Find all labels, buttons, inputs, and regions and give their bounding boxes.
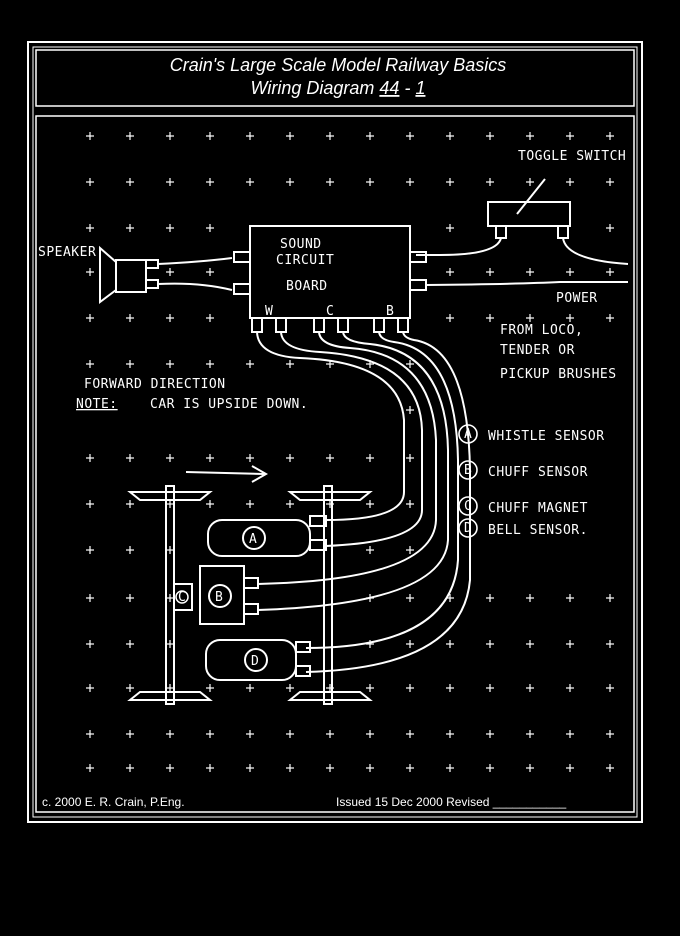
sensor-a-label: A (249, 532, 257, 547)
legend-key-c: C (464, 499, 472, 514)
speaker-label: SPEAKER (38, 245, 96, 260)
note-text: CAR IS UPSIDE DOWN. (150, 397, 308, 412)
diagram-number: 44 (379, 78, 399, 98)
note-label: NOTE: (76, 397, 118, 412)
pickup-label-2: TENDER OR (500, 343, 575, 358)
legend-text-a: WHISTLE SENSOR (488, 429, 605, 444)
legend-text-d: BELL SENSOR. (488, 523, 588, 538)
sensor-a (207, 515, 327, 557)
board-label-1: SOUND (280, 237, 322, 252)
title-line2: Wiring Diagram 44 - 1 (251, 78, 426, 98)
issued-revised: Issued 15 Dec 2000 Revised ___________ (336, 795, 567, 809)
title-box (35, 49, 635, 107)
sensor-b-label: B (215, 590, 223, 605)
sensor-b (199, 565, 259, 625)
magnet-c-icon (175, 590, 189, 604)
terminal-w-label: W (265, 304, 273, 319)
board-label-2: CIRCUIT (276, 253, 334, 268)
legend-key-c-circle (458, 496, 478, 516)
pickup-label-1: FROM LOCO, (500, 323, 583, 338)
grid-marks (86, 132, 614, 772)
power-label: POWER (556, 291, 598, 306)
drawing-area (35, 115, 635, 813)
toggle-switch-label: TOGGLE SWITCH (518, 149, 626, 164)
legend-text-c: CHUFF MAGNET (488, 501, 588, 516)
speaker-icon (99, 245, 233, 304)
legend-key-b-circle (458, 460, 478, 480)
diagram-sheet: 1 (415, 78, 425, 98)
sensor-d (205, 639, 311, 681)
wire-harness (256, 331, 471, 673)
copyright: c. 2000 E. R. Crain, P.Eng. (42, 795, 185, 809)
outer-frame (27, 41, 643, 823)
terminal-c-label: C (326, 304, 334, 319)
magnet-c-label: C (178, 590, 186, 605)
sensor-d-label: D (251, 654, 259, 669)
inner-frame (32, 46, 638, 818)
car-chassis (127, 485, 373, 705)
forward-arrow-icon (185, 465, 269, 483)
forward-direction-label: FORWARD DIRECTION (84, 377, 226, 392)
board-label-3: BOARD (286, 279, 328, 294)
terminal-b-label: B (386, 304, 394, 319)
legend-key-d: D (464, 521, 472, 536)
legend-key-d-circle (458, 518, 478, 538)
toggle-switch (416, 178, 629, 265)
title-line1: Crain's Large Scale Model Railway Basics (170, 55, 507, 75)
legend-text-b: CHUFF SENSOR (488, 465, 588, 480)
pickup-label-3: PICKUP BRUSHES (500, 367, 617, 382)
legend-key-b: B (464, 463, 472, 478)
